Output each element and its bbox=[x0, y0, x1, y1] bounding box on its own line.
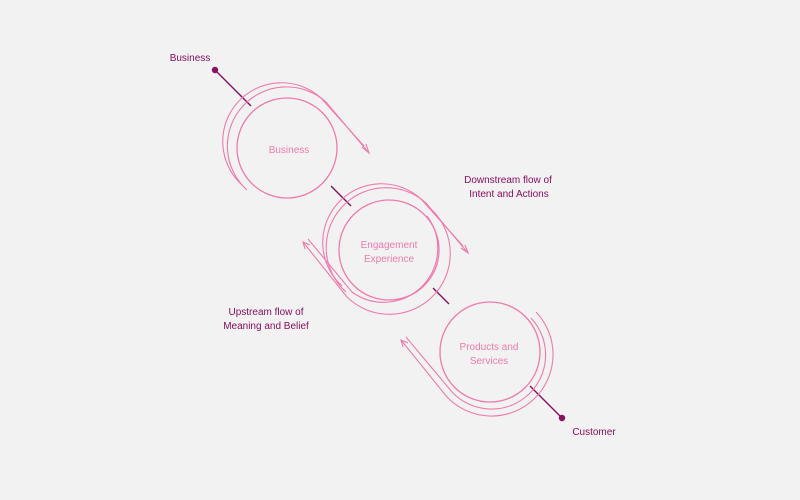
downstream-arrow-1 bbox=[361, 143, 371, 155]
downstream-arrow-2 bbox=[460, 244, 470, 255]
downstream-arc-1-inner bbox=[222, 82, 365, 186]
upstream-label-line2: Meaning and Belief bbox=[223, 321, 309, 332]
node-label-engagement-line1: Engagement bbox=[361, 240, 418, 251]
nodes bbox=[236, 97, 541, 403]
endpoint-label-top: Business bbox=[170, 53, 211, 64]
upstream-arc-2-inner bbox=[307, 215, 439, 303]
node-circle-engagement bbox=[338, 199, 440, 301]
node-circle-products bbox=[439, 301, 541, 403]
upstream-arrow-1 bbox=[400, 339, 409, 348]
node-label-products-line1: Products and bbox=[460, 342, 519, 353]
node-label-engagement-line2: Experience bbox=[364, 254, 414, 265]
downstream-arc-2 bbox=[325, 187, 469, 293]
downstream-arc-2-inner bbox=[322, 183, 464, 287]
upstream-arc-2 bbox=[302, 209, 451, 315]
upstream-label-line1: Upstream flow of bbox=[228, 307, 303, 318]
connector-products-customer bbox=[529, 385, 563, 419]
upstream-arrow-2 bbox=[302, 241, 311, 250]
node-label-business: Business bbox=[269, 145, 310, 156]
downstream-arrows bbox=[222, 82, 470, 293]
endpoint-dot-top bbox=[211, 66, 219, 74]
endpoint-dot-bottom bbox=[558, 414, 566, 422]
downstream-label-line2: Intent and Actions bbox=[469, 189, 549, 200]
upstream-arc-1 bbox=[400, 311, 554, 417]
node-circle-business bbox=[236, 97, 338, 199]
node-label-products-line2: Services bbox=[470, 356, 508, 367]
downstream-arc-1 bbox=[226, 86, 370, 191]
downstream-label-line1: Downstream flow of bbox=[464, 175, 552, 186]
upstream-arrows bbox=[302, 209, 554, 417]
connector-business-top bbox=[214, 69, 252, 107]
connectors bbox=[211, 66, 566, 422]
connector-engagement-products bbox=[432, 287, 450, 305]
connector-business-engagement bbox=[330, 185, 352, 207]
endpoint-label-bottom: Customer bbox=[572, 427, 616, 438]
upstream-arc-1-inner bbox=[405, 317, 547, 410]
